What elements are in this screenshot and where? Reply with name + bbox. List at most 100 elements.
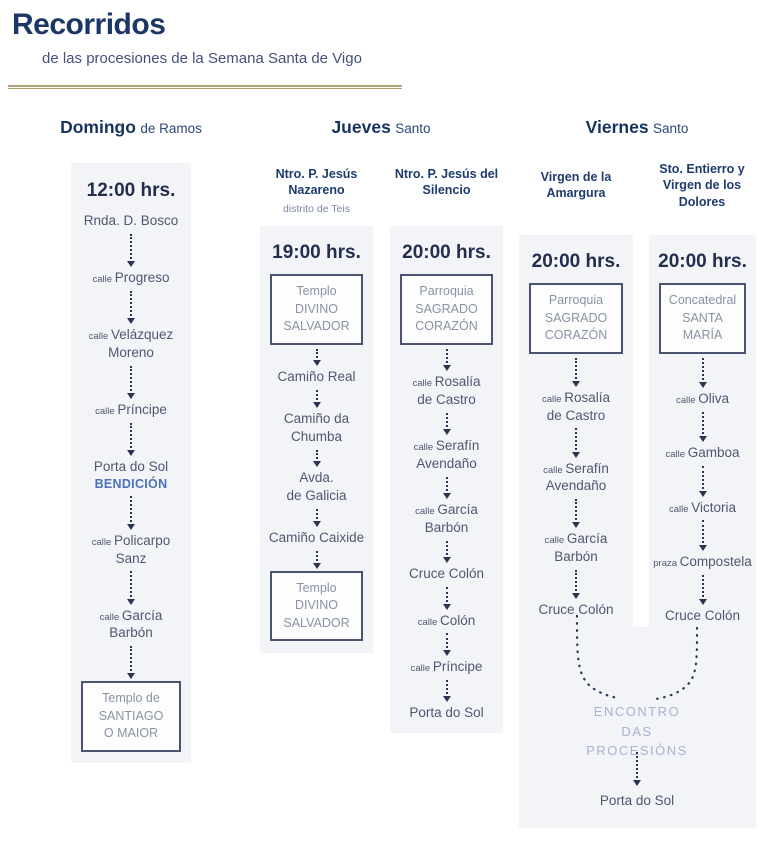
route-step: Avda. de Galicia	[286, 469, 346, 505]
page-title: Recorridos	[12, 8, 166, 41]
street-name: Camiño Caixide	[268, 529, 365, 545]
flow-arrow-down	[698, 462, 707, 498]
arrow-head-icon	[572, 380, 580, 387]
flow-arrow-down	[127, 287, 135, 326]
street-name: Oliva	[698, 390, 729, 406]
street-type-prefix: calle	[665, 449, 688, 461]
procession-name: Sto. Entierro y Virgen de los Dolores	[659, 162, 745, 209]
arrow-head-icon	[312, 520, 321, 527]
street-name: Rosalía de Castro	[417, 373, 481, 407]
route-step: calle Velázquez Moreno	[89, 326, 174, 362]
converge-path-left	[575, 614, 620, 700]
arrow-head-icon	[442, 557, 451, 564]
route-endpoint-box: Parroquia SAGRADO CORAZÓN	[400, 274, 493, 345]
arrow-dotted-line	[445, 476, 448, 492]
flow-arrow-down	[630, 752, 644, 786]
street-name: Porta do Sol	[409, 705, 484, 721]
arrow-dotted-line	[315, 550, 318, 561]
arrow-head-icon	[572, 593, 580, 600]
flow-arrow-down	[442, 583, 451, 611]
arrow-head-icon	[442, 493, 451, 500]
procession-district: distrito de Teis	[283, 202, 350, 215]
route-step: calle Oliva	[676, 390, 729, 408]
arrow-head-icon	[633, 780, 641, 786]
flow-arrow-down	[442, 409, 451, 437]
flow-arrow-down	[442, 345, 451, 373]
route-step: calle Príncipe	[95, 401, 167, 419]
street-name: Príncipe	[117, 402, 167, 418]
route-step: Cruce Colón	[409, 565, 484, 583]
arrow-dotted-line	[315, 449, 318, 460]
route-step: calle Serafín Avendaño	[414, 437, 480, 473]
flow-arrow-down	[127, 419, 135, 458]
route-endpoint-box: Templo de SANTIAGO O MAIOR	[81, 681, 181, 752]
route-step: calle García Barbón	[415, 501, 478, 537]
encounter-final-stop: Porta do Sol	[599, 793, 675, 808]
route-endpoint-box: Templo DIVINO SALVADOR	[270, 570, 363, 642]
arrow-head-icon	[127, 523, 135, 530]
street-name: Velázquez Moreno	[108, 327, 174, 360]
gold-divider	[8, 85, 402, 89]
route-step: Rnda. D. Bosco	[84, 212, 179, 230]
arrow-dotted-line	[315, 509, 318, 519]
flow-arrow-down	[572, 354, 580, 389]
arrow-head-icon	[442, 364, 451, 371]
flow-arrow-down	[312, 547, 321, 571]
procession-header-silencio: Ntro. P. Jesús del Silencio	[388, 166, 505, 199]
day-header-jueves: Jueves Santo	[281, 117, 481, 138]
route-step: Camiño Caixide	[269, 529, 364, 547]
page-subtitle: de las procesiones de la Semana Santa de…	[42, 50, 362, 67]
flow-arrow-down	[312, 505, 321, 529]
route-endpoint-box: Templo DIVINO SALVADOR	[270, 274, 363, 345]
arrow-dotted-line	[575, 428, 577, 450]
street-name: Colón	[439, 612, 476, 628]
arrow-dotted-line	[445, 348, 448, 363]
route-lane-jueves-nazareno: 19:00 hrs. Templo DIVINO SALVADOR Camiño R…	[260, 232, 373, 647]
street-type-prefix: calle	[676, 394, 699, 406]
endpoint-label: Templo DIVINO SALVADOR	[283, 284, 350, 333]
flow-arrow-down	[698, 408, 707, 444]
arrow-dotted-line	[701, 520, 704, 543]
endpoint-label: Templo de SANTIAGO O MAIOR	[98, 691, 164, 741]
day-name: Jueves	[331, 117, 391, 137]
street-name: Gamboa	[687, 445, 740, 461]
flow-arrow-down	[698, 354, 707, 390]
arrow-dotted-line	[575, 357, 577, 379]
endpoint-label: Templo DIVINO SALVADOR	[283, 580, 350, 630]
procession-time-label: 19:00 hrs.	[272, 242, 361, 263]
arrow-dotted-line	[130, 365, 132, 392]
street-name: Príncipe	[432, 658, 483, 674]
endpoint-label: Parroquia SAGRADO CORAZÓN	[544, 293, 608, 342]
flow-arrow-down	[312, 446, 321, 470]
route-step: calle Victoria	[669, 499, 736, 517]
arrow-head-icon	[572, 522, 580, 529]
flow-arrow-down	[572, 424, 580, 459]
procession-time-label: 12:00 hrs.	[86, 180, 176, 201]
route-step: Cruce Colón	[665, 607, 740, 625]
day-suffix: Santo	[395, 121, 431, 136]
arrow-dotted-line	[701, 411, 704, 435]
route-step: calle Gamboa	[666, 444, 740, 462]
arrow-dotted-line	[575, 499, 577, 521]
arrow-head-icon	[442, 429, 451, 436]
arrow-head-icon	[698, 599, 707, 606]
street-type-prefix: calle	[669, 503, 692, 515]
street-type-prefix: calle	[92, 274, 115, 286]
procession-name: Virgen de la Amargura	[540, 170, 612, 201]
flow-arrow-down	[572, 566, 580, 601]
converging-dotted-paths	[575, 614, 699, 701]
street-name: Progreso	[114, 270, 170, 286]
street-type-prefix: calle	[415, 506, 438, 518]
arrow-dotted-line	[130, 233, 132, 260]
arrow-head-icon	[698, 544, 707, 551]
route-endpoint-box: Parroquia SAGRADO CORAZÓN	[529, 283, 623, 354]
route-step: Camiño Real	[277, 368, 355, 386]
procession-header-entierro: Sto. Entierro y Virgen de los Dolores	[647, 161, 757, 210]
arrow-dotted-line	[130, 646, 132, 672]
arrow-dotted-line	[445, 540, 448, 556]
street-name: Serafín Avendaño	[545, 460, 609, 494]
encounter-label: ENCONTRO DAS PROCESIÓNS	[586, 704, 688, 758]
route-step: calle Rosalía de Castro	[542, 389, 610, 425]
